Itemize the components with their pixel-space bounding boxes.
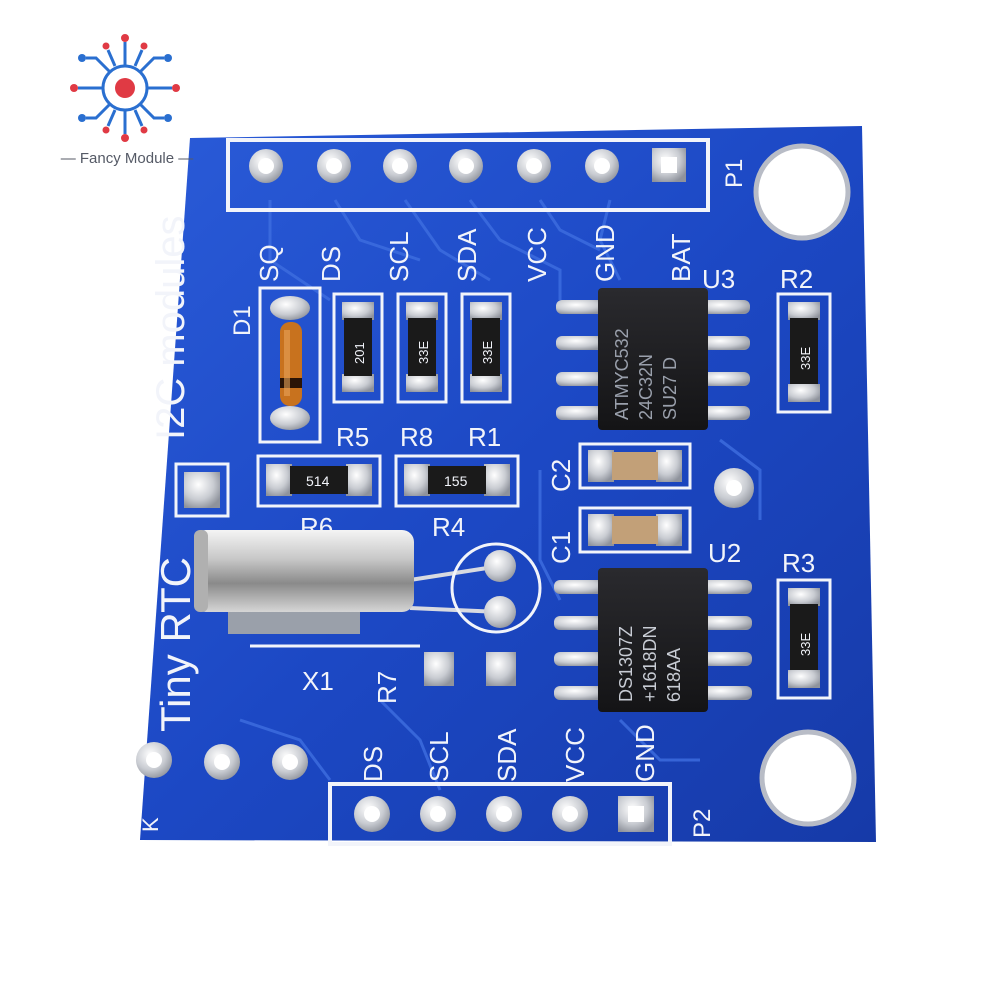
bottom-pin-label: GND (630, 724, 660, 782)
r6-code: 514 (306, 473, 330, 489)
bottom-header-pins (354, 796, 654, 832)
top-pin-label: BAT (666, 233, 696, 282)
ref-r2: R2 (780, 264, 813, 294)
r1-resistor (460, 292, 512, 404)
u2-marking-3: 618AA (664, 648, 684, 702)
ref-d1: D1 (229, 305, 256, 336)
ref-u3: U3 (702, 264, 735, 294)
top-pin-label: GND (590, 224, 620, 282)
board-title: Tiny RTC (152, 557, 199, 732)
bottom-pin-labels: DS SCL SDA VCC GND (358, 724, 660, 782)
circuit-node-icon (70, 34, 180, 142)
r1-code: 33E (480, 341, 495, 364)
bottom-pin-label: VCC (560, 727, 590, 782)
r2-code: 33E (798, 347, 813, 370)
u3-chip (556, 288, 750, 430)
r3-code: 33E (798, 633, 813, 656)
p1-label: P1 (721, 159, 748, 188)
ref-u2: U2 (708, 538, 741, 568)
p2-label: P2 (689, 809, 716, 838)
u2-chip (554, 568, 752, 712)
brand-name: — Fancy Module — (60, 150, 194, 167)
r5-code: 201 (352, 342, 367, 364)
brand-label: Fancy Module (79, 150, 175, 167)
bottom-pin-label: SCL (424, 731, 454, 782)
ref-r5: R5 (336, 422, 369, 452)
d1-diode (270, 296, 310, 430)
c2-capacitor (578, 442, 692, 490)
ref-r1: R1 (468, 422, 501, 452)
ref-c1: C1 (546, 531, 576, 564)
ref-c2: C2 (546, 459, 576, 492)
r8-code: 33E (416, 341, 431, 364)
ref-r7: R7 (372, 671, 402, 704)
test-pad-fill (184, 472, 220, 508)
bottom-pin-label: DS (358, 746, 388, 782)
mounting-hole (759, 729, 857, 827)
c1-capacitor (578, 506, 692, 554)
d1-outline (258, 286, 322, 444)
ref-r8: R8 (400, 422, 433, 452)
top-pin-label: SDA (452, 228, 482, 282)
ref-x1: X1 (302, 666, 334, 696)
u3-marking-3: SU27 D (660, 357, 680, 420)
r3-resistor (776, 578, 832, 700)
r4-code: 155 (444, 473, 468, 489)
mounting-hole (753, 143, 851, 241)
u3-marking-2: 24C32N (636, 354, 656, 420)
top-pin-label: VCC (522, 227, 552, 282)
r2-resistor (776, 292, 832, 414)
r5-resistor (332, 292, 384, 404)
top-pin-labels: SQ DS SCL SDA VCC GND BAT P1 (254, 159, 748, 282)
r7-pad (424, 652, 454, 686)
u2-marking-1: DS1307Z (616, 626, 636, 702)
bottom-pin-label: SDA (492, 728, 522, 782)
u2-marking-2: +1618DN (640, 625, 660, 702)
via-hole (726, 480, 742, 496)
r7-pad (486, 652, 516, 686)
r8-resistor (396, 292, 448, 404)
bottom-header-outline (328, 782, 672, 846)
top-pin-label: SCL (384, 231, 414, 282)
x1-crystal (194, 530, 542, 634)
r6-resistor (256, 454, 382, 508)
aux-pins (136, 742, 308, 780)
u3-marking-1: ATMYC532 (612, 328, 632, 420)
test-pad (174, 462, 230, 518)
r4-resistor (394, 454, 520, 508)
pcb-traces (239, 199, 762, 791)
top-pin-label: DS (316, 246, 346, 282)
top-header-outline (226, 138, 710, 212)
ref-r4: R4 (432, 512, 465, 542)
top-pin-label: SQ (254, 244, 284, 282)
ref-r3: R3 (782, 548, 815, 578)
ref-k: K (138, 817, 163, 832)
top-header-pins (249, 148, 686, 183)
board-subtitle: I2C modules (149, 215, 193, 440)
